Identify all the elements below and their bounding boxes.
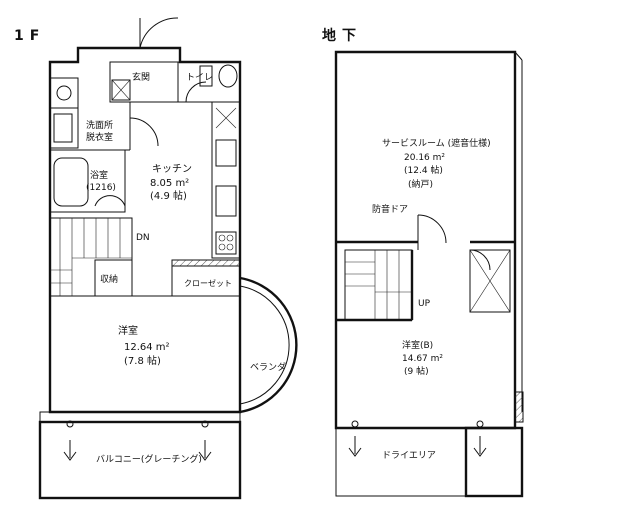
basement-western-area: 14.67 m² <box>402 354 443 364</box>
balcony <box>38 420 242 500</box>
dry-area-label: ドライエリア <box>382 450 436 461</box>
service-room-area: 20.16 m² <box>404 153 445 163</box>
bathroom <box>49 149 126 213</box>
up-label: UP <box>418 299 431 309</box>
veranda-label: ベランダ <box>250 361 286 373</box>
stairs-basement <box>344 249 413 321</box>
toilet-bowl <box>218 64 238 88</box>
dn-label: DN <box>136 233 150 243</box>
closet-label: クローゼット <box>184 278 232 288</box>
washroom-label-1: 洗面所 <box>86 119 113 131</box>
basement-western-label: 洋室(B) <box>402 339 433 351</box>
western-room-tatami: (7.8 帖) <box>124 354 161 367</box>
first-floor-plan <box>38 17 298 500</box>
veranda-arc <box>239 276 298 414</box>
sound-door-arc <box>417 214 447 244</box>
storage-label: 収納 <box>100 273 118 285</box>
entrance-door-arc <box>139 17 179 49</box>
bath-label-1: 浴室 <box>90 169 108 181</box>
basement-title: 地下 <box>322 27 362 44</box>
service-room-label: サービスルーム (遮音仕様) <box>382 137 491 149</box>
dry-area <box>464 426 524 498</box>
basement-plan <box>334 50 524 498</box>
western-room-area: 12.64 m² <box>124 342 170 353</box>
service-room-note: (納戸) <box>408 178 433 190</box>
kitchen-label: キッチン <box>152 163 192 175</box>
western-room-label: 洋室 <box>118 324 138 337</box>
kitchen-tatami: (4.9 帖) <box>150 189 187 202</box>
toilet-label: トイレ <box>186 73 213 83</box>
service-room-tatami: (12.4 帖) <box>404 164 443 176</box>
balcony-label: バルコニー(グレーチング) <box>96 453 202 465</box>
kitchen-area: 8.05 m² <box>150 178 189 189</box>
entrance-label: 玄関 <box>132 71 150 83</box>
sound-door-label: 防音ドア <box>372 203 408 215</box>
kitchen-counter <box>211 101 241 259</box>
toilet-room <box>177 61 241 103</box>
first-floor-title: 1F <box>14 28 45 44</box>
bath-label-2: (1216) <box>86 183 116 193</box>
washroom-label-2: 脱衣室 <box>86 131 113 143</box>
basement-western-tatami: (9 帖) <box>404 365 429 377</box>
